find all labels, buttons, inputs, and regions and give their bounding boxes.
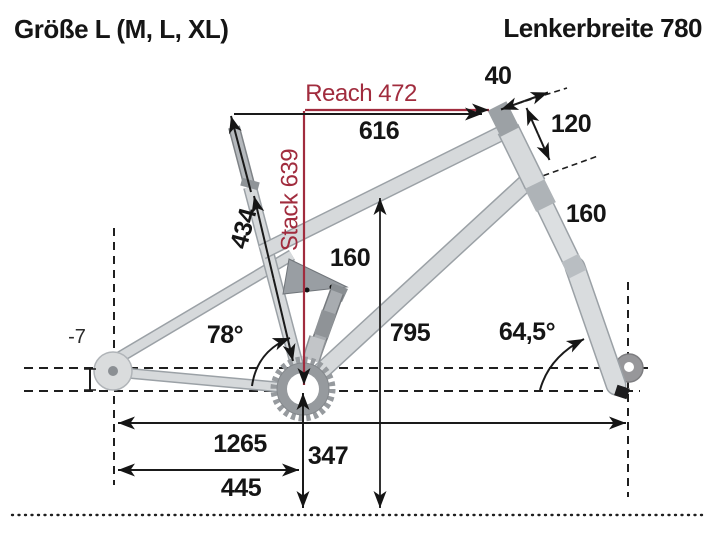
dimension-lines [84,91,626,508]
bb-drop-tick [84,368,96,391]
headtube-bottom-dashed-line [533,155,599,180]
seatpost [228,125,260,191]
stem-value: 40 [485,62,512,90]
headtube-dimension [525,107,551,161]
front-hub-center [624,362,634,372]
standover-value: 795 [390,319,431,347]
fork-dropout [614,384,630,400]
head-angle-value: 64,5° [499,318,555,346]
chainring [270,356,336,422]
reference-lines [10,87,707,517]
headset-top-cap [487,101,520,137]
wheelbase-value: 1265 [213,430,267,458]
bike-frame [93,101,644,422]
chainstay-value: 445 [221,474,262,502]
rear-shock [302,283,348,363]
seattube-value: 434 [225,205,263,252]
seat-axis-extension-line [229,115,252,193]
size-title: Größe L (M, L, XL) [14,14,228,44]
fork-travel-value: 160 [566,200,606,228]
fork [523,176,627,396]
handlebar-width-label: Lenkerbreite 780 [503,13,702,43]
seat-angle-arc [251,337,291,387]
toptube-value: 616 [359,117,399,145]
seat-angle-value: 78° [207,321,243,349]
rocker-pivot-dot [304,287,310,293]
fork-crown [523,176,556,212]
head-angle-arc [539,338,585,391]
seatpost-clamp [240,177,260,191]
reach-label: Reach 472 [305,80,417,107]
rear-hub [93,351,133,391]
stem-dimension [500,91,549,111]
headtube-value: 120 [551,110,591,138]
chainstay-tube [114,366,301,395]
fork-seal-band [561,253,587,279]
rocker-link [282,258,349,295]
top-tube [258,125,506,260]
rear-travel-value: 160 [330,244,370,272]
head-tube [487,101,546,190]
bb-drop-value: -7 [68,326,86,348]
bb-height-value: 347 [308,442,348,470]
stack-label: Stack 639 [276,149,303,251]
down-tube [296,171,538,395]
